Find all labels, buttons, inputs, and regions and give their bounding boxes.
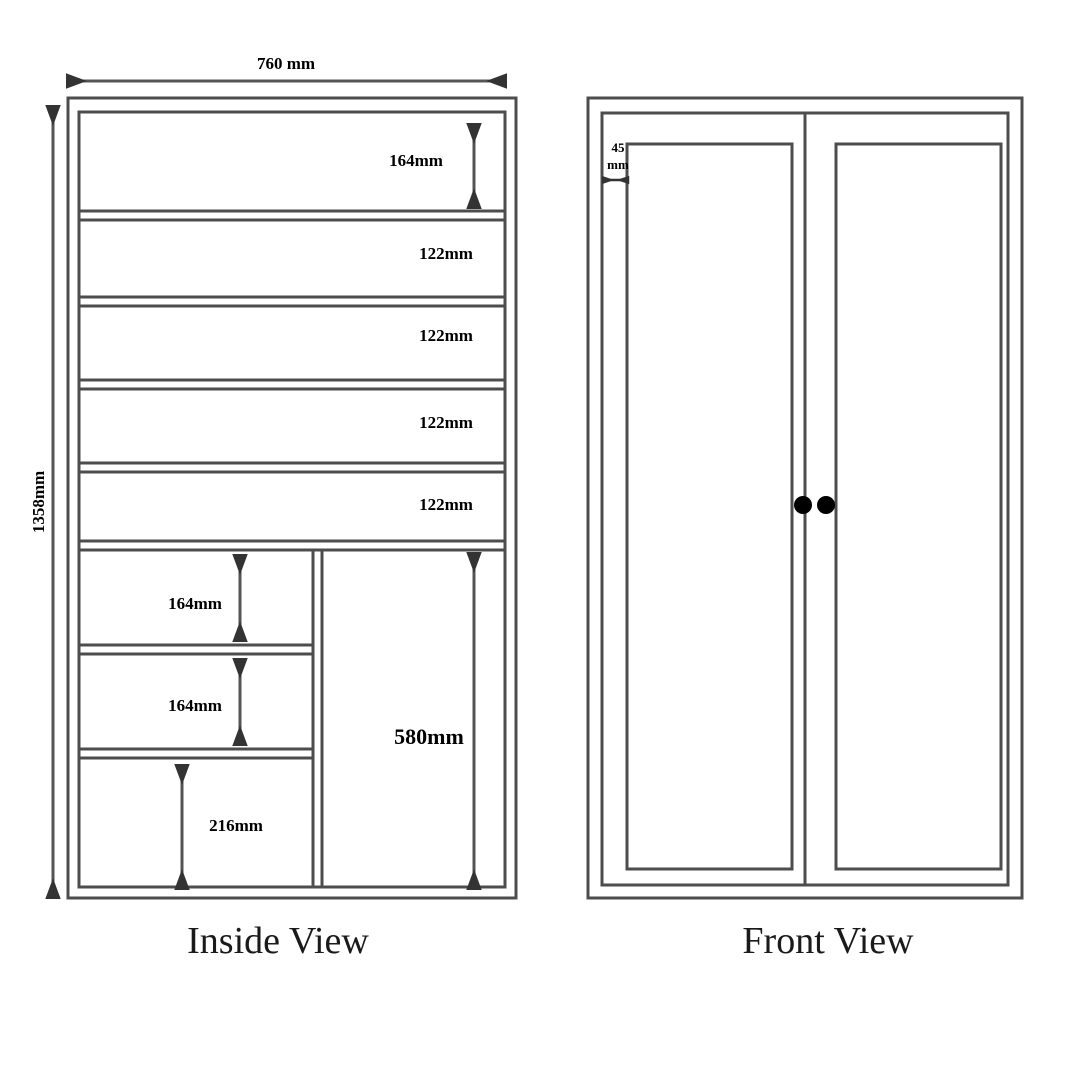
dimension-compartment-3: 216mm: [174, 763, 263, 891]
dimension-shelf-3-label: 122mm: [419, 326, 473, 345]
dimension-compartment-3-label: 216mm: [209, 816, 263, 835]
inside-view-caption: Inside View: [187, 920, 369, 962]
dimension-compartment-1-label: 164mm: [168, 594, 222, 613]
dimension-shelf-2-label: 122mm: [419, 244, 473, 263]
dimension-hanging-space: 580mm: [394, 551, 482, 891]
door-left-panel[interactable]: [625, 142, 794, 871]
knob-left[interactable]: [794, 496, 812, 514]
dimension-shelf-4-label: 122mm: [419, 413, 473, 432]
dimension-compartment-2-label: 164mm: [168, 696, 222, 715]
lower-divider-2: [79, 747, 313, 760]
width-dimension-label: 760 mm: [257, 54, 315, 73]
knob-right[interactable]: [817, 496, 835, 514]
shelf-divider-1: [79, 209, 505, 222]
front-outer-frame: [586, 96, 1024, 900]
front-view-caption: Front View: [742, 920, 914, 962]
dimension-edge-offset: 45 mm: [601, 140, 630, 185]
shelf-divider-5: [79, 539, 505, 552]
carcass-outer-frame: [66, 96, 518, 900]
carcass-inner-frame: [77, 110, 507, 889]
front-view: 45 mm Front View: [586, 96, 1024, 962]
dimension-hanging-space-label: 580mm: [394, 724, 464, 749]
shelf-divider-4: [79, 461, 505, 474]
dimension-edge-offset-label-line2: mm: [607, 157, 629, 172]
dimension-shelf-1-label: 164mm: [389, 151, 443, 170]
dimension-shelf-5-label: 122mm: [419, 495, 473, 514]
dimension-edge-offset-label-line1: 45: [612, 140, 626, 155]
vertical-divider: [311, 550, 324, 887]
shelf-divider-3: [79, 378, 505, 391]
dimension-compartment-2: 164mm: [168, 657, 248, 747]
shelf-divider-2: [79, 295, 505, 308]
lower-left-dividers: [79, 643, 313, 760]
height-dimension: 1358mm: [29, 104, 61, 900]
door-right-panel[interactable]: [834, 142, 1003, 871]
shelf-boards: [79, 209, 505, 552]
width-dimension: 760 mm: [65, 54, 508, 89]
inside-view: 760 mm 1358mm: [29, 54, 518, 962]
dimension-compartment-1: 164mm: [168, 553, 248, 643]
lower-divider-1: [79, 643, 313, 656]
dimension-shelf-1: 164mm: [389, 122, 482, 210]
height-dimension-label: 1358mm: [29, 471, 48, 533]
